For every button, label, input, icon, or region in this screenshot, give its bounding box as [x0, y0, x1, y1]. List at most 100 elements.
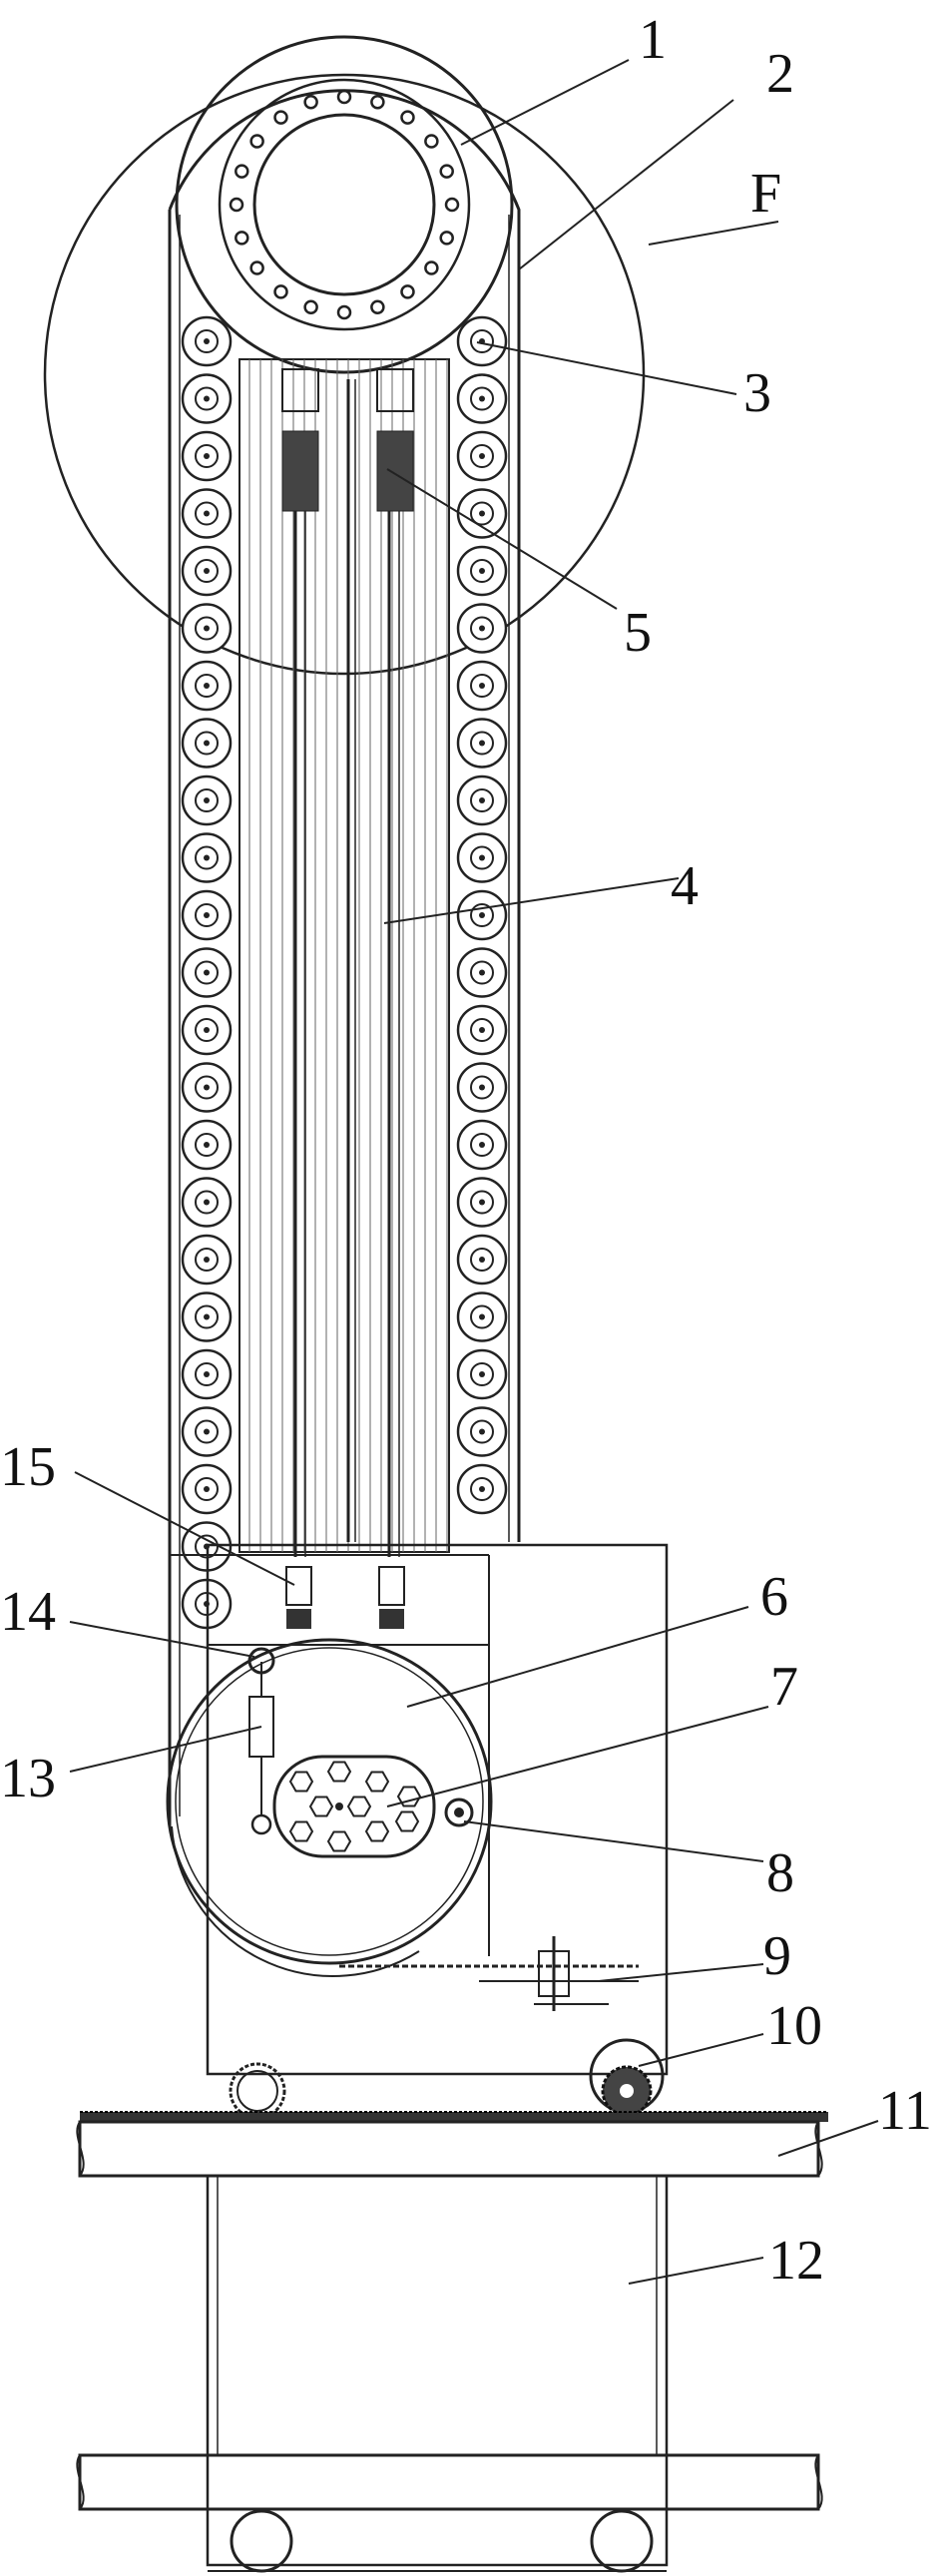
bolt	[336, 304, 352, 320]
roller	[456, 373, 508, 424]
roller	[181, 1463, 233, 1515]
label-6: 6	[760, 1566, 788, 1628]
roller	[456, 832, 508, 883]
roller	[181, 1177, 233, 1228]
leader-lines	[69, 59, 879, 2285]
roller	[456, 660, 508, 712]
left-roller-column	[181, 315, 233, 1630]
hub	[272, 1755, 436, 1858]
roller	[456, 947, 508, 998]
rack	[80, 2112, 828, 2122]
roller	[181, 1004, 233, 1056]
pulley-14	[247, 1647, 275, 1675]
bolt	[424, 260, 439, 275]
hub-bolt	[394, 1810, 420, 1832]
bottom-wheel-left	[230, 2509, 293, 2573]
gear-10	[589, 2038, 665, 2117]
roller	[456, 1177, 508, 1228]
roller	[181, 718, 233, 769]
label-12: 12	[768, 2230, 824, 2292]
bolt	[249, 260, 264, 275]
roller	[456, 430, 508, 482]
detail-circle-f	[43, 73, 646, 676]
bottom-wheel-right	[590, 2509, 654, 2573]
roller	[456, 1348, 508, 1400]
label-14: 14	[0, 1581, 56, 1643]
label-11: 11	[878, 2080, 932, 2142]
roller	[181, 832, 233, 883]
roller	[181, 1406, 233, 1457]
roller	[181, 1119, 233, 1171]
bolt	[273, 284, 288, 299]
bolt	[370, 299, 385, 314]
roller	[181, 774, 233, 826]
chain-9	[339, 1936, 639, 2011]
inner-frame	[238, 358, 450, 1553]
roller	[456, 889, 508, 941]
roller	[181, 660, 233, 712]
roller	[181, 1062, 233, 1113]
roller	[456, 1062, 508, 1113]
roller	[456, 1234, 508, 1286]
roller	[456, 1291, 508, 1342]
bolt	[370, 95, 385, 110]
roller	[456, 315, 508, 367]
label-15: 15	[0, 1436, 56, 1498]
hub-bolt	[288, 1820, 314, 1842]
roller	[456, 488, 508, 539]
bolt	[303, 299, 318, 314]
roller	[181, 603, 233, 654]
roller	[181, 1291, 233, 1342]
bolt	[444, 197, 460, 213]
bolt	[303, 95, 318, 110]
roller	[181, 373, 233, 424]
tension-springs	[281, 368, 414, 1557]
top-wheel	[175, 35, 514, 374]
bottom-rail	[76, 2453, 823, 2511]
right-roller-column	[456, 315, 508, 1515]
label-13: 13	[0, 1748, 56, 1809]
idler-pulley-8	[444, 1798, 474, 1827]
roller	[456, 1406, 508, 1457]
roller	[181, 430, 233, 482]
lower-frame-12	[206, 2174, 669, 2567]
roller	[181, 545, 233, 597]
label-1: 1	[639, 9, 667, 71]
frame-vertical-lines	[248, 359, 448, 1552]
roller	[181, 889, 233, 941]
bolt	[439, 231, 454, 246]
track-belt	[168, 89, 521, 1826]
bolt	[424, 134, 439, 149]
label-5: 5	[624, 602, 652, 664]
label-9: 9	[763, 1925, 791, 1987]
hub-bolt	[308, 1796, 334, 1817]
hub-bolt	[364, 1820, 390, 1842]
lower-cylinders	[285, 1566, 405, 1629]
bolt	[235, 231, 249, 246]
roller	[456, 603, 508, 654]
roller	[456, 1119, 508, 1171]
drive-wheel	[166, 1638, 493, 1965]
wheel-bolts	[229, 89, 460, 320]
roller	[181, 1348, 233, 1400]
label-3: 3	[743, 362, 771, 424]
label-8: 8	[766, 1842, 794, 1904]
hub-bolt	[288, 1771, 314, 1793]
roller	[181, 315, 233, 367]
hub-bolt	[396, 1786, 422, 1807]
roller	[456, 1463, 508, 1515]
label-7: 7	[770, 1656, 798, 1718]
roller	[456, 545, 508, 597]
rail-11	[76, 2120, 823, 2178]
bolt	[273, 110, 288, 125]
hub-bolt	[326, 1761, 352, 1783]
bolt	[249, 134, 264, 149]
housing-box	[206, 1543, 669, 2076]
bolt	[400, 284, 415, 299]
hub-bolt	[346, 1796, 372, 1817]
bolt	[400, 110, 415, 125]
hub-bolt	[364, 1771, 390, 1793]
gear-left	[229, 2062, 286, 2120]
bolt	[336, 89, 352, 105]
